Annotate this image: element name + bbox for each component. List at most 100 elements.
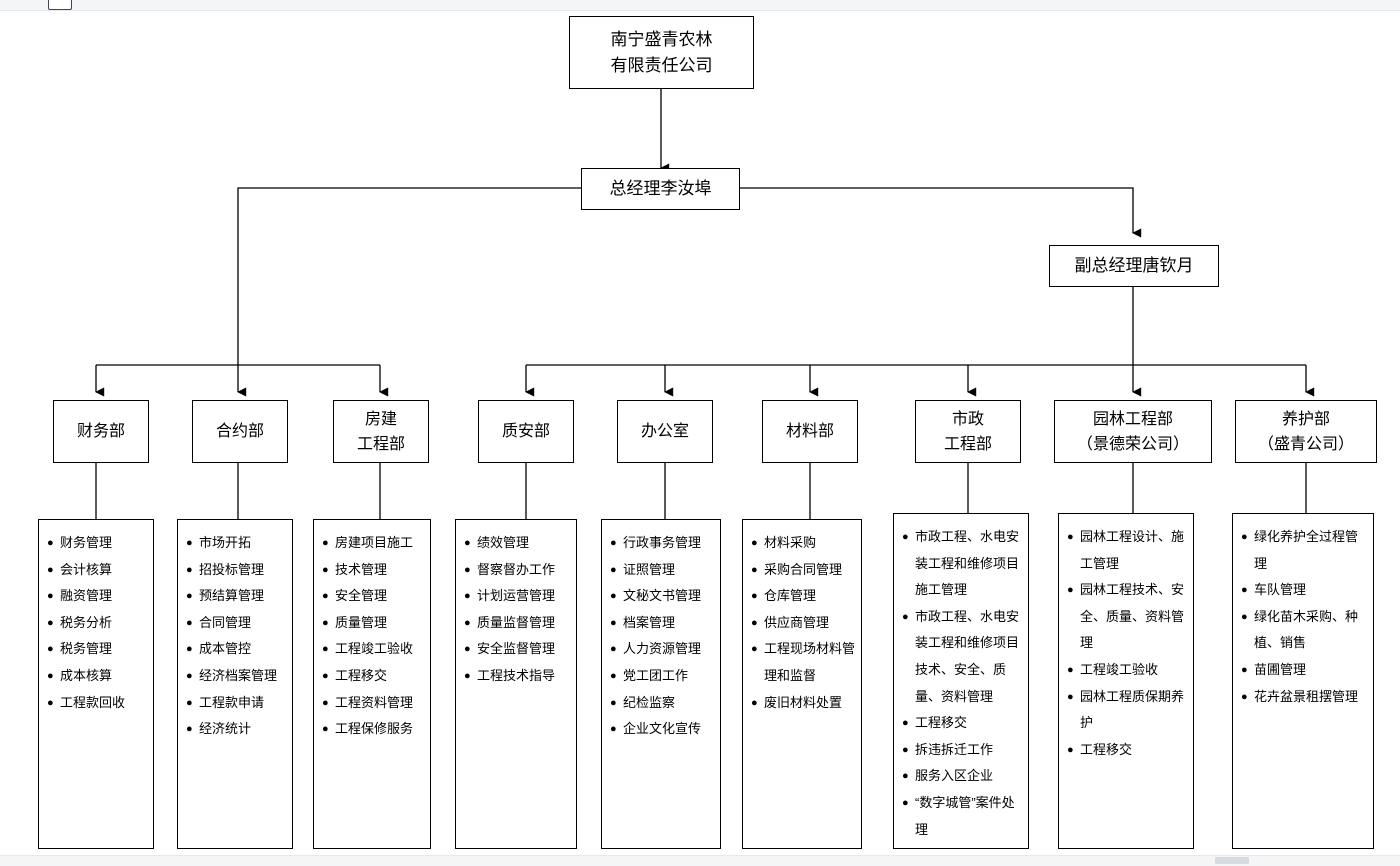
detail-item: 质量监督管理 — [464, 610, 570, 637]
dept-details-quality-safety: 绩效管理督察督办工作计划运营管理质量监督管理安全监督管理工程技术指导 — [455, 519, 577, 849]
detail-item: 供应商管理 — [751, 610, 855, 637]
detail-item: 工程保修服务 — [322, 716, 424, 743]
detail-item: 工程款回收 — [47, 690, 147, 717]
detail-list-maintenance: 绿化养护全过程管理车队管理绿化苗木采购、种植、销售苗圃管理花卉盆景租摆管理 — [1241, 524, 1367, 710]
detail-item: 企业文化宣传 — [610, 716, 714, 743]
dept-box-contract[interactable]: 合约部 — [192, 400, 288, 463]
dept-details-office: 行政事务管理证照管理文秘文书管理档案管理人力资源管理党工团工作纪检监察企业文化宣… — [601, 519, 721, 849]
detail-item: 工程现场材料管理和监督 — [751, 636, 855, 689]
detail-item: 党工团工作 — [610, 663, 714, 690]
detail-item: 财务管理 — [47, 530, 147, 557]
detail-item: 技术管理 — [322, 557, 424, 584]
dept-details-landscape-engineering: 园林工程设计、施工管理园林工程技术、安全、质量、资料管理工程竣工验收园林工程质保… — [1058, 513, 1194, 849]
dept-title-building-engineering-line-1: 房建 — [364, 410, 397, 428]
detail-item: 经济统计 — [186, 716, 286, 743]
node-company[interactable]: 南宁盛青农林 有限责任公司 — [569, 16, 754, 89]
detail-item: 园林工程技术、安全、质量、资料管理 — [1067, 577, 1187, 657]
detail-item: 园林工程设计、施工管理 — [1067, 524, 1187, 577]
detail-item: 工程移交 — [902, 710, 1022, 737]
detail-item: 工程技术指导 — [464, 663, 570, 690]
dept-box-quality-safety[interactable]: 质安部 — [478, 400, 574, 463]
dept-title-materials: 材料部 — [785, 423, 834, 440]
detail-item: 市政工程、水电安装工程和维修项目施工管理 — [902, 524, 1022, 604]
detail-item: 材料采购 — [751, 530, 855, 557]
detail-item: 废旧材料处置 — [751, 690, 855, 717]
detail-item: 绿化苗木采购、种植、销售 — [1241, 604, 1367, 657]
detail-list-finance: 财务管理会计核算融资管理税务分析税务管理成本核算工程款回收 — [47, 530, 147, 716]
detail-item: 工程款申请 — [186, 690, 286, 717]
detail-item: 档案管理 — [610, 610, 714, 637]
detail-item: 工程移交 — [1067, 737, 1187, 764]
dept-title-landscape-engineering-line-1: 园林工程部 — [1092, 410, 1173, 428]
status-chip — [1215, 857, 1249, 864]
dept-box-building-engineering[interactable]: 房建 工程部 — [333, 400, 429, 463]
toolbar-strip — [0, 0, 1400, 11]
detail-list-materials: 材料采购采购合同管理仓库管理供应商管理工程现场材料管理和监督废旧材料处置 — [751, 530, 855, 716]
detail-item: 安全管理 — [322, 583, 424, 610]
dept-title-contract: 合约部 — [215, 423, 264, 440]
detail-item: 房建项目施工 — [322, 530, 424, 557]
detail-list-building-engineering: 房建项目施工技术管理安全管理质量管理工程竣工验收工程移交工程资料管理工程保修服务 — [322, 530, 424, 743]
detail-item: 市政工程、水电安装工程和维修项目技术、安全、质量、资料管理 — [902, 604, 1022, 710]
tab-handle[interactable] — [48, 0, 72, 10]
detail-item: “数字城管”案件处理 — [902, 790, 1022, 843]
node-vice-general-manager-label: 副总经理唐钦月 — [1074, 256, 1194, 275]
detail-item: 园林工程质保期养护 — [1067, 684, 1187, 737]
detail-item: 工程竣工验收 — [322, 636, 424, 663]
detail-item: 文秘文书管理 — [610, 583, 714, 610]
detail-item: 人力资源管理 — [610, 636, 714, 663]
status-strip — [0, 855, 1400, 866]
detail-item: 安全监督管理 — [464, 636, 570, 663]
detail-list-municipal-engineering: 市政工程、水电安装工程和维修项目施工管理市政工程、水电安装工程和维修项目技术、安… — [902, 524, 1022, 843]
detail-item: 经济档案管理 — [186, 663, 286, 690]
detail-item: 纪检监察 — [610, 690, 714, 717]
node-general-manager[interactable]: 总经理李汝埠 — [581, 168, 740, 210]
dept-details-maintenance: 绿化养护全过程管理车队管理绿化苗木采购、种植、销售苗圃管理花卉盆景租摆管理 — [1232, 513, 1374, 849]
detail-item: 花卉盆景租摆管理 — [1241, 684, 1367, 711]
detail-item: 苗圃管理 — [1241, 657, 1367, 684]
dept-title-building-engineering-line-2: 工程部 — [356, 435, 405, 453]
dept-details-materials: 材料采购采购合同管理仓库管理供应商管理工程现场材料管理和监督废旧材料处置 — [742, 519, 862, 849]
dept-details-finance: 财务管理会计核算融资管理税务分析税务管理成本核算工程款回收 — [38, 519, 154, 849]
dept-title-office: 办公室 — [640, 423, 689, 440]
node-vice-general-manager[interactable]: 副总经理唐钦月 — [1049, 245, 1219, 287]
dept-box-finance[interactable]: 财务部 — [53, 400, 149, 463]
detail-item: 服务入区企业 — [902, 763, 1022, 790]
dept-title-landscape-engineering-line-2: （景德荣公司） — [1076, 435, 1189, 453]
dept-box-materials[interactable]: 材料部 — [762, 400, 858, 463]
dept-title-maintenance-line-2: （盛青公司） — [1257, 435, 1354, 453]
dept-title-finance: 财务部 — [76, 423, 125, 440]
dept-details-municipal-engineering: 市政工程、水电安装工程和维修项目施工管理市政工程、水电安装工程和维修项目技术、安… — [893, 513, 1029, 849]
detail-item: 仓库管理 — [751, 583, 855, 610]
dept-title-municipal-engineering-line-2: 工程部 — [943, 435, 992, 453]
detail-item: 会计核算 — [47, 557, 147, 584]
detail-item: 融资管理 — [47, 583, 147, 610]
detail-item: 行政事务管理 — [610, 530, 714, 557]
detail-item: 预结算管理 — [186, 583, 286, 610]
dept-box-municipal-engineering[interactable]: 市政 工程部 — [915, 400, 1021, 463]
detail-item: 市场开拓 — [186, 530, 286, 557]
detail-item: 绿化养护全过程管理 — [1241, 524, 1367, 577]
dept-title-municipal-engineering-line-1: 市政 — [951, 410, 984, 428]
detail-item: 质量管理 — [322, 610, 424, 637]
detail-item: 招投标管理 — [186, 557, 286, 584]
detail-item: 绩效管理 — [464, 530, 570, 557]
detail-item: 成本管控 — [186, 636, 286, 663]
detail-item: 成本核算 — [47, 663, 147, 690]
detail-item: 税务管理 — [47, 636, 147, 663]
detail-item: 拆违拆迁工作 — [902, 737, 1022, 764]
dept-box-maintenance[interactable]: 养护部 （盛青公司） — [1235, 400, 1377, 463]
detail-item: 税务分析 — [47, 610, 147, 637]
detail-item: 督察督办工作 — [464, 557, 570, 584]
detail-item: 工程竣工验收 — [1067, 657, 1187, 684]
dept-details-building-engineering: 房建项目施工技术管理安全管理质量管理工程竣工验收工程移交工程资料管理工程保修服务 — [313, 519, 431, 849]
detail-item: 采购合同管理 — [751, 557, 855, 584]
dept-box-landscape-engineering[interactable]: 园林工程部 （景德荣公司） — [1054, 400, 1212, 463]
dept-title-quality-safety: 质安部 — [501, 423, 550, 440]
detail-item: 证照管理 — [610, 557, 714, 584]
dept-box-office[interactable]: 办公室 — [617, 400, 713, 463]
detail-list-office: 行政事务管理证照管理文秘文书管理档案管理人力资源管理党工团工作纪检监察企业文化宣… — [610, 530, 714, 743]
node-general-manager-label: 总经理李汝埠 — [609, 179, 712, 198]
detail-item: 合同管理 — [186, 610, 286, 637]
